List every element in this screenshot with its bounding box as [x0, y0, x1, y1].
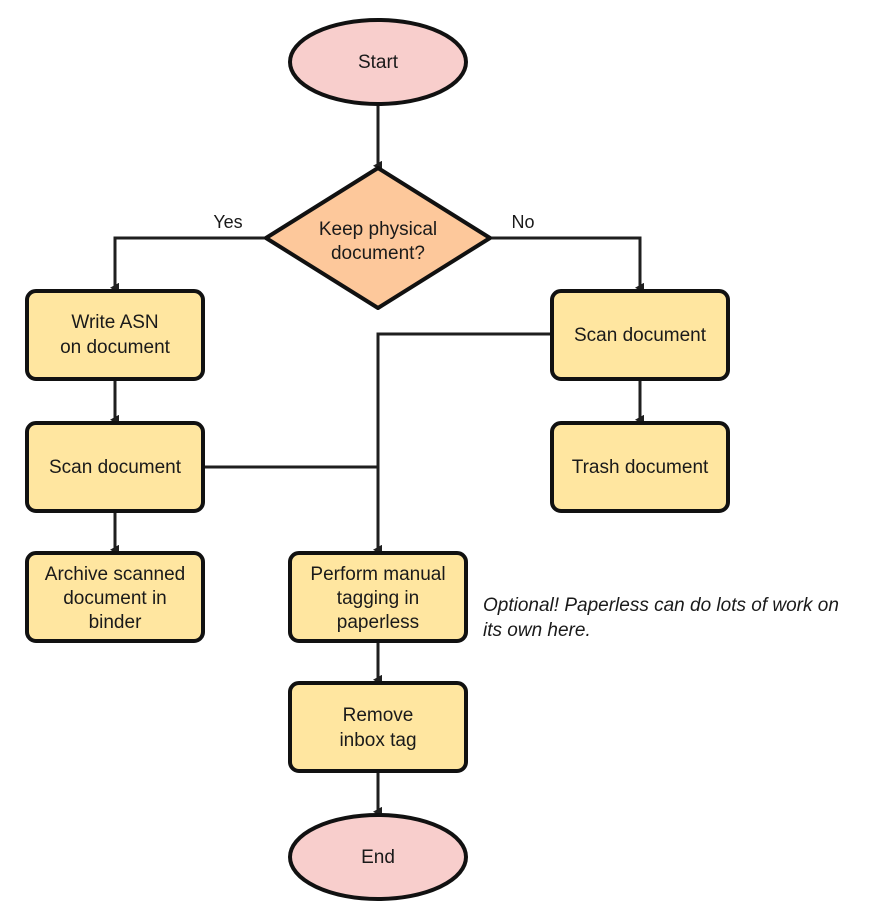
remove-inbox-box-shape [288, 681, 468, 773]
annotation-optional-paperless: Optional! Paperless can do lots of work … [483, 595, 839, 641]
node-start[interactable]: Start [288, 18, 468, 106]
node-scan-document-left[interactable]: Scan document [25, 421, 205, 513]
node-remove-inbox-tag[interactable]: Remove inbox tag [288, 681, 468, 773]
edge-decision-no-to-scan-right [491, 236, 644, 293]
write-asn-label-line2: on document [60, 337, 171, 358]
node-write-asn-on-document[interactable]: Write ASN on document [25, 289, 205, 381]
node-scan-document-right[interactable]: Scan document [550, 289, 730, 381]
edge-label-yes: Yes [213, 212, 242, 232]
scan-document-left-label: Scan document [49, 457, 182, 478]
connector-layer [110, 104, 644, 817]
scan-document-right-label: Scan document [574, 325, 707, 346]
tagging-label-line1: Perform manual [310, 564, 445, 585]
tagging-box-shape [288, 551, 468, 643]
node-end[interactable]: End [288, 813, 468, 901]
start-label: Start [358, 52, 399, 73]
tagging-label-line3: paperless [337, 612, 419, 633]
node-trash-document[interactable]: Trash document [550, 421, 730, 513]
archive-box-shape [25, 551, 205, 643]
trash-document-label: Trash document [572, 457, 709, 478]
annotation-line1: Optional! Paperless can do lots of work … [483, 595, 839, 616]
scan-document-left-box-shape [25, 421, 205, 513]
edge-label-no: No [511, 212, 534, 232]
archive-label-line3: binder [89, 612, 142, 633]
remove-inbox-label-line1: Remove [343, 705, 414, 726]
annotation-line2: its own here. [483, 620, 591, 641]
start-ellipse-shape [288, 18, 468, 106]
end-label: End [361, 847, 395, 868]
write-asn-label-line1: Write ASN [71, 312, 158, 333]
decision-label-line1: Keep physical [319, 219, 437, 240]
edge-scan-right-to-tagging [373, 332, 551, 555]
remove-inbox-label-line2: inbox tag [339, 730, 416, 751]
decision-diamond-shape [264, 166, 492, 310]
archive-label-line1: Archive scanned [45, 564, 185, 585]
node-perform-manual-tagging[interactable]: Perform manual tagging in paperless [288, 551, 468, 643]
scan-document-right-box-shape [550, 289, 730, 381]
node-decision-keep-physical-document[interactable]: Keep physical document? [264, 166, 492, 310]
end-ellipse-shape [288, 813, 468, 901]
trash-document-box-shape [550, 421, 730, 513]
tagging-label-line2: tagging in [337, 588, 419, 609]
edge-decision-yes-to-write-asn [110, 236, 265, 293]
write-asn-box-shape [25, 289, 205, 381]
node-archive-scanned-document[interactable]: Archive scanned document in binder [25, 551, 205, 643]
archive-label-line2: document in [63, 588, 167, 609]
decision-label-line2: document? [331, 243, 425, 264]
